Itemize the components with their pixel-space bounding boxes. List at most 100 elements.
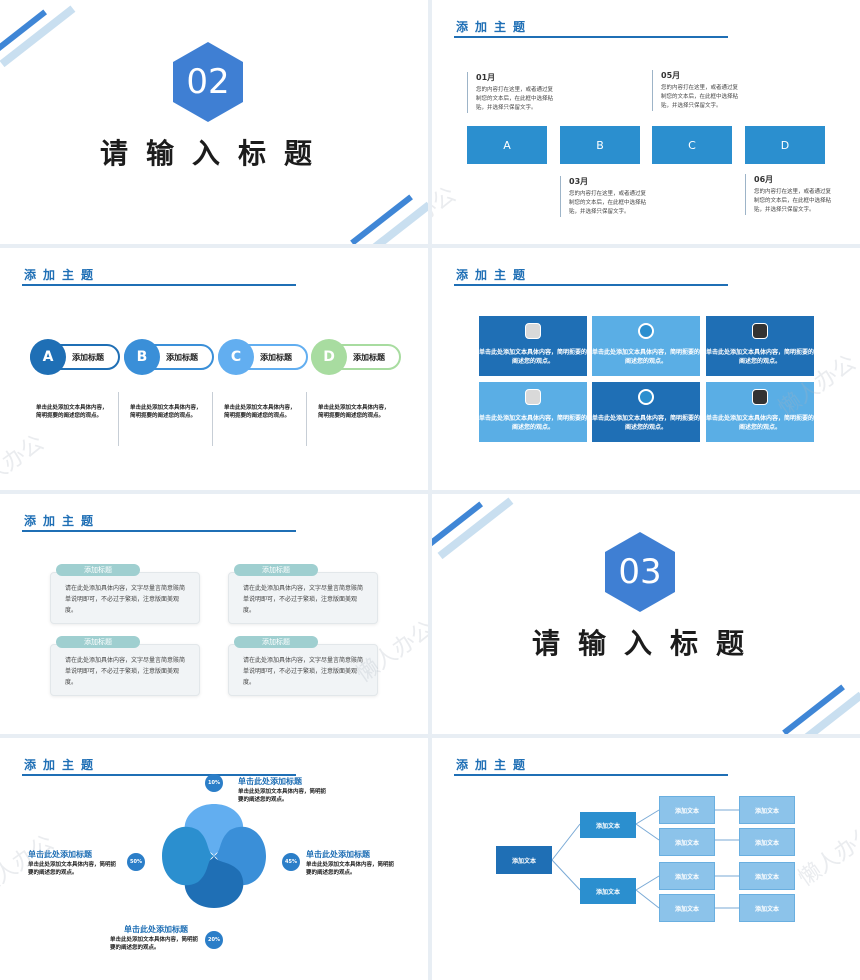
content-card: 请在此处添加具体内容，文字尽量言简意赅简单说明即可，不必过于繁琐，注意版面美观度… — [50, 572, 200, 624]
divider — [118, 392, 119, 446]
slide-header: 添加主题 — [24, 758, 101, 772]
tree-connectors — [551, 809, 739, 909]
slide-tree[interactable]: 添加主题 添加文本 添加文本 添加文本 添加文本 添加文本 添加文本 添加文本 … — [432, 738, 860, 980]
block-title: 单击此处添加标题 — [238, 777, 302, 786]
percent-badge: 10% — [205, 774, 223, 792]
block-text: 单击此处添加文本具体内容，简明扼要的阐述您的观点。 — [110, 937, 199, 951]
percent-badge: 50% — [127, 853, 145, 871]
content-card: 请在此处添加具体内容，文字尽量言简意赅简单说明即可，不必过于繁琐，注意版面美观度… — [228, 644, 378, 696]
card-text: 请在此处添加具体内容，文字尽量言简意赅简单说明即可，不必过于繁琐，注意版面美观度… — [243, 657, 364, 686]
content-tile: 单击此处添加文本具体内容，简明扼要的阐述您的观点。 — [592, 316, 700, 376]
section-title: 请输入标题 — [532, 627, 763, 660]
note-text: 您的内容打在这里，或者通过复制您的文本后，在此框中选择粘贴，并选择只保留文字。 — [661, 85, 739, 109]
tree-leaf-node: 添加文本 — [739, 862, 795, 890]
content-tile: 单击此处添加文本具体内容，简明扼要的阐述您的观点。 — [479, 382, 587, 442]
timeline-box: D — [745, 126, 825, 164]
clock-icon — [752, 323, 768, 339]
card-tab: 添加标题 — [56, 636, 140, 648]
step-circle: B — [124, 339, 160, 375]
tile-text: 单击此处添加文本具体内容，简明扼要的阐述您的观点。 — [479, 415, 588, 431]
slide-header: 添加主题 — [24, 514, 101, 528]
section-number: 03 — [605, 532, 675, 612]
content-card: 请在此处添加具体内容，文字尽量言简意赅简单说明即可，不必过于繁琐，注意版面美观度… — [228, 572, 378, 624]
slide-steps[interactable]: 添加主题 添加标题 A 添加标题 B 添加标题 C 添加标题 D 单击此处添加文… — [0, 248, 428, 490]
timeline-note: 05月 您的内容打在这里，或者通过复制您的文本后，在此框中选择粘贴，并选择只保留… — [652, 70, 742, 111]
header-underline — [454, 774, 728, 776]
card-tab: 添加标题 — [234, 636, 318, 648]
block-text: 单击此处添加文本具体内容，简明扼要的阐述您的观点。 — [306, 862, 395, 876]
tile-text: 单击此处添加文本具体内容，简明扼要的阐述您的观点。 — [706, 349, 815, 365]
percent-badge: 45% — [282, 853, 300, 871]
section-title: 请输入标题 — [100, 137, 331, 170]
timeline-box: C — [652, 126, 732, 164]
tree-leaf-node: 添加文本 — [659, 796, 715, 824]
gear-icon — [638, 323, 654, 339]
watermark: 懒人办公 — [0, 430, 49, 490]
card-text: 请在此处添加具体内容，文字尽量言简意赅简单说明即可，不必过于繁琐，注意版面美观度… — [65, 585, 186, 614]
section-number: 02 — [173, 42, 243, 122]
note-text: 您的内容打在这里，或者通过复制您的文本后，在此框中选择粘贴，并选择只保留文字。 — [754, 189, 832, 213]
slide-cards[interactable]: 添加主题 请在此处添加具体内容，文字尽量言简意赅简单说明即可，不必过于繁琐，注意… — [0, 494, 428, 734]
tile-text: 单击此处添加文本具体内容，简明扼要的阐述您的观点。 — [706, 415, 815, 431]
slide-blocks[interactable]: 添加主题 10% 单击此处添加标题 单击此处添加文本具体内容，简明扼要的阐述您的… — [0, 738, 428, 980]
block-title: 单击此处添加标题 — [306, 850, 370, 859]
slide-header: 添加主题 — [456, 268, 533, 282]
step-circle: A — [30, 339, 66, 375]
watermark: 懒人办公 — [432, 182, 461, 244]
timeline-note: 03月 您的内容打在这里，或者通过复制您的文本后，在此框中选择粘贴，并选择只保留… — [560, 176, 650, 217]
percent-badge: 20% — [205, 931, 223, 949]
note-text: 您的内容打在这里，或者通过复制您的文本后，在此框中选择粘贴，并选择只保留文字。 — [569, 191, 647, 215]
tree-leaf-node: 添加文本 — [659, 828, 715, 856]
slide-header: 添加主题 — [456, 758, 533, 772]
tile-text: 单击此处添加文本具体内容，简明扼要的阐述您的观点。 — [592, 349, 701, 365]
tree-leaf-node: 添加文本 — [739, 796, 795, 824]
slide-section-03[interactable]: 03 请输入标题 — [432, 494, 860, 734]
timeline-box: A — [467, 126, 547, 164]
step-text: 单击此处添加文本具体内容，简明扼要的阐述您的观点。 — [318, 405, 390, 419]
tree-leaf-node: 添加文本 — [739, 894, 795, 922]
block-title: 单击此处添加标题 — [124, 925, 188, 934]
gear-icon — [638, 389, 654, 405]
content-tile: 单击此处添加文本具体内容，简明扼要的阐述您的观点。 — [706, 316, 814, 376]
slide-timeline[interactable]: 添加主题 01月 您的内容打在这里，或者通过复制您的文本后，在此框中选择粘贴，并… — [432, 0, 860, 244]
note-month: 01月 — [476, 73, 496, 82]
card-text: 请在此处添加具体内容，文字尽量言简意赅简单说明即可，不必过于繁琐，注意版面美观度… — [65, 657, 186, 686]
divider — [212, 392, 213, 446]
notes-icon — [525, 389, 541, 405]
clock-icon — [752, 389, 768, 405]
content-tile: 单击此处添加文本具体内容，简明扼要的阐述您的观点。 — [479, 316, 587, 376]
step-text: 单击此处添加文本具体内容，简明扼要的阐述您的观点。 — [224, 405, 296, 419]
timeline-note: 06月 您的内容打在这里，或者通过复制您的文本后，在此框中选择粘贴，并选择只保留… — [745, 174, 835, 215]
step-circle: C — [218, 339, 254, 375]
tree-mid-node: 添加文本 — [580, 878, 636, 904]
content-tile: 单击此处添加文本具体内容，简明扼要的阐述您的观点。 — [592, 382, 700, 442]
step-circle: D — [311, 339, 347, 375]
card-tab: 添加标题 — [234, 564, 318, 576]
tree-mid-node: 添加文本 — [580, 812, 636, 838]
header-underline — [454, 36, 728, 38]
tree-root-node: 添加文本 — [496, 846, 552, 874]
block-text: 单击此处添加文本具体内容，简明扼要的阐述您的观点。 — [238, 789, 327, 803]
timeline-note: 01月 您的内容打在这里，或者通过复制您的文本后，在此框中选择粘贴，并选择只保留… — [467, 72, 557, 113]
header-underline — [22, 530, 296, 532]
slide-tiles[interactable]: 添加主题 单击此处添加文本具体内容，简明扼要的阐述您的观点。 单击此处添加文本具… — [432, 248, 860, 490]
note-month: 05月 — [661, 71, 681, 80]
tree-leaf-node: 添加文本 — [739, 828, 795, 856]
tile-text: 单击此处添加文本具体内容，简明扼要的阐述您的观点。 — [479, 349, 588, 365]
block-text: 单击此处添加文本具体内容，简明扼要的阐述您的观点。 — [28, 862, 117, 876]
tree-leaf-node: 添加文本 — [659, 862, 715, 890]
tree-leaf-node: 添加文本 — [659, 894, 715, 922]
slide-header: 添加主题 — [456, 20, 533, 34]
card-text: 请在此处添加具体内容，文字尽量言简意赅简单说明即可，不必过于繁琐，注意版面美观度… — [243, 585, 364, 614]
header-underline — [22, 774, 296, 776]
slide-header: 添加主题 — [24, 268, 101, 282]
notes-icon — [525, 323, 541, 339]
slide-section-02[interactable]: 02 请输入标题 — [0, 0, 428, 244]
note-text: 您的内容打在这里，或者通过复制您的文本后，在此框中选择粘贴，并选择只保留文字。 — [476, 87, 554, 111]
note-month: 03月 — [569, 177, 589, 186]
header-underline — [454, 284, 728, 286]
content-tile: 单击此处添加文本具体内容，简明扼要的阐述您的观点。 — [706, 382, 814, 442]
tile-text: 单击此处添加文本具体内容，简明扼要的阐述您的观点。 — [592, 415, 701, 431]
card-tab: 添加标题 — [56, 564, 140, 576]
header-underline — [22, 284, 296, 286]
